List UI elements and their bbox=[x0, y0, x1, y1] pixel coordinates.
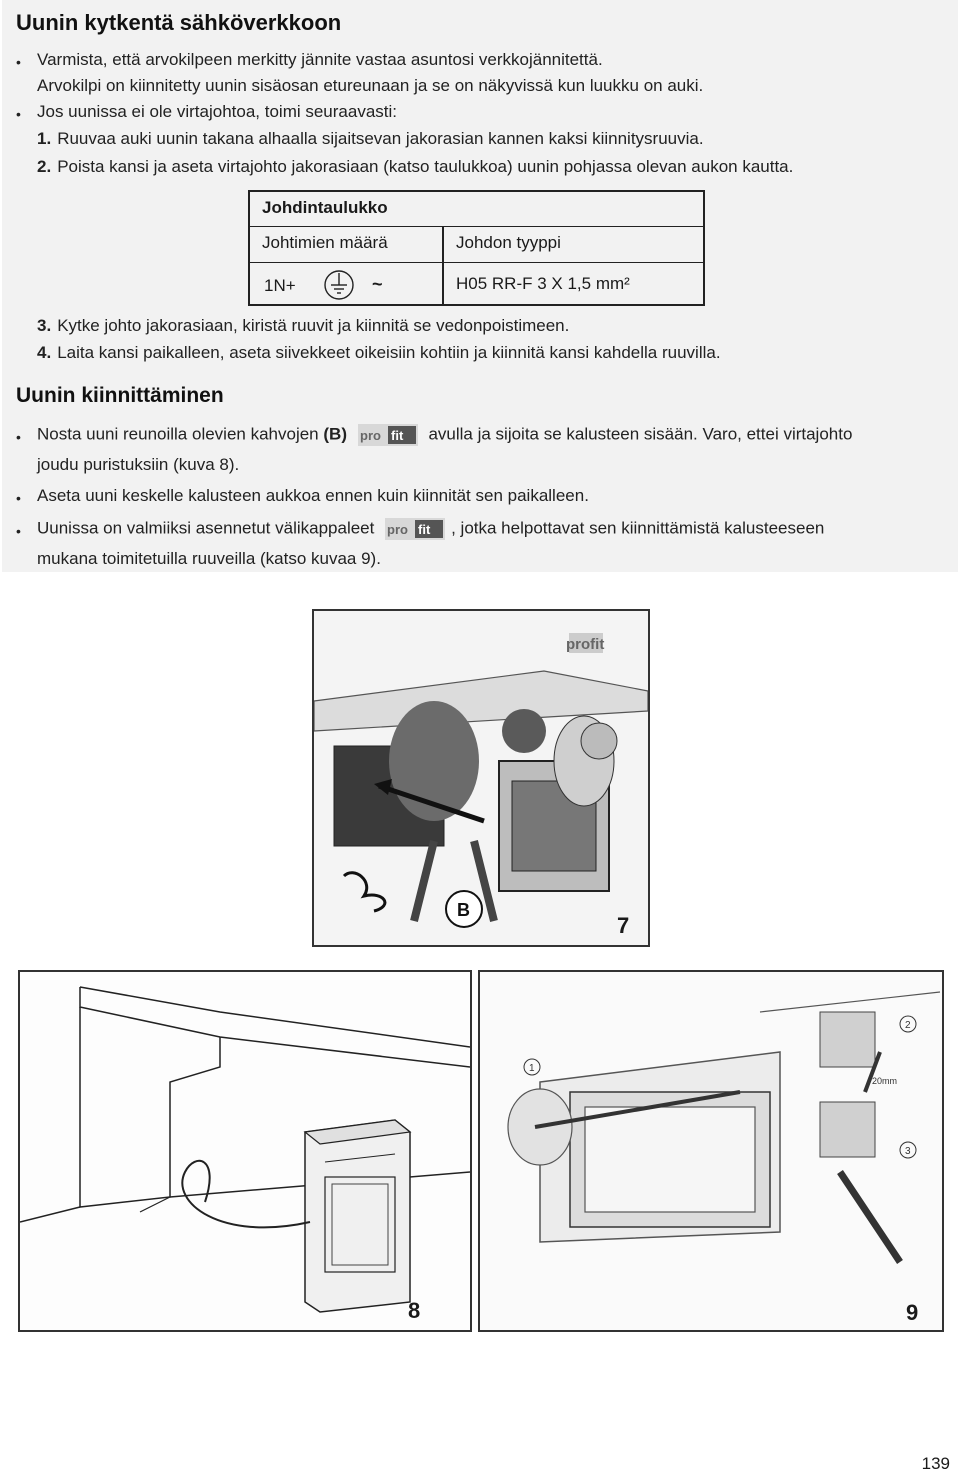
bullet-marker: • bbox=[16, 523, 21, 539]
svg-text:fit: fit bbox=[391, 428, 404, 443]
step-number: 1. bbox=[37, 129, 52, 148]
figure-9-label: 9 bbox=[906, 1300, 919, 1325]
callout-2: 2 bbox=[905, 1020, 911, 1031]
figure-9: 1 2 3 20mm 9 bbox=[478, 970, 944, 1332]
dimension-label: 20mm bbox=[872, 1076, 897, 1086]
cable-table-title: Johdintaulukko bbox=[262, 198, 388, 217]
cable-table-header-row: Johtimien määrä Johdon tyyppi bbox=[250, 227, 703, 263]
oven-lifting-illustration: B profit bbox=[314, 611, 648, 945]
spacers-text-2: , jotka helpottavat sen kiinnittämistä k… bbox=[451, 518, 825, 538]
profit-logo-text: profit bbox=[566, 636, 604, 653]
handle-marker-label: (B) bbox=[323, 424, 347, 444]
bullet-spacers-cont: mukana toimitetuilla ruuveilla (katso ku… bbox=[37, 549, 381, 568]
step-1: 1. Ruuvaa auki uunin takana alhaalla sija… bbox=[37, 129, 704, 149]
step-number: 2. bbox=[37, 157, 52, 176]
callout-1: 1 bbox=[529, 1063, 535, 1074]
handle-callout-b: B bbox=[457, 900, 470, 920]
figure-7-label: 7 bbox=[617, 913, 630, 938]
cable-table: Johdintaulukko Johtimien määrä Johdon ty… bbox=[248, 190, 705, 306]
figure-8-label: 8 bbox=[408, 1298, 421, 1323]
bullet-marker: • bbox=[16, 54, 21, 70]
section-heading-installation: Uunin kiinnittäminen bbox=[16, 384, 224, 407]
figure-7: B profit 7 bbox=[312, 609, 650, 947]
step-text: Laita kansi paikalleen, aseta siivekkeet… bbox=[57, 343, 721, 362]
figure-8: 8 bbox=[18, 970, 472, 1332]
step-2: 2. Poista kansi ja aseta virtajohto jakor… bbox=[37, 157, 793, 177]
step-text: Kytke johto jakorasiaan, kiristä ruuvit … bbox=[57, 316, 570, 335]
col-conductors-header: Johtimien määrä bbox=[262, 233, 388, 252]
step-text: Ruuvaa auki uunin takana alhaalla sijait… bbox=[57, 129, 704, 148]
instruction-panel bbox=[2, 0, 958, 572]
bullet-lift-oven-cont: joudu puristuksiin (kuva 8). bbox=[37, 455, 240, 474]
oven-fixing-illustration: 1 2 3 20mm bbox=[480, 972, 942, 1330]
profit-logo-icon: pro fit bbox=[357, 424, 418, 446]
step-number: 3. bbox=[37, 316, 52, 335]
cable-table-title-row: Johdintaulukko bbox=[250, 192, 703, 227]
step-text: Poista kansi ja aseta virtajohto jakoras… bbox=[57, 157, 794, 176]
callout-3: 3 bbox=[905, 1146, 911, 1157]
bullet-marker: • bbox=[16, 490, 21, 506]
bullet-center-oven: Aseta uuni keskelle kalusteen aukkoa enn… bbox=[37, 486, 589, 505]
lift-text-2: avulla ja sijoita se kalusteen sisään. V… bbox=[428, 424, 853, 444]
bullet-rating-plate: Arvokilpi on kiinnitetty uunin sisäosan … bbox=[37, 76, 704, 95]
spacers-text-1: Uunissa on valmiiksi asennetut välikappa… bbox=[37, 518, 375, 538]
bullet-no-cable: Jos uunissa ei ole virtajohtoa, toimi se… bbox=[37, 102, 398, 121]
section-heading-connection: Uunin kytkentä sähköverkkoon bbox=[16, 10, 342, 35]
step-4: 4. Laita kansi paikalleen, aseta siivekke… bbox=[37, 343, 721, 363]
bullet-voltage-check: Varmista, että arvokilpeen merkitty jänn… bbox=[37, 50, 603, 69]
bullet-spacers: Uunissa on valmiiksi asennetut välikappa… bbox=[37, 518, 824, 540]
page-number: 139 bbox=[921, 1454, 950, 1473]
bullet-marker: • bbox=[16, 106, 21, 122]
svg-text:fit: fit bbox=[418, 522, 431, 537]
bullet-lift-oven: Nosta uuni reunoilla olevien kahvojen (B… bbox=[37, 424, 852, 446]
ac-symbol: ~ bbox=[372, 274, 383, 294]
cable-type-value: H05 RR-F 3 X 1,5 mm² bbox=[456, 274, 630, 293]
profit-logo-icon: pro fit bbox=[385, 518, 446, 540]
step-3: 3. Kytke johto jakorasiaan, kiristä ruuvi… bbox=[37, 316, 569, 336]
svg-text:pro: pro bbox=[360, 428, 381, 443]
ground-symbol-icon bbox=[324, 270, 354, 300]
table-divider bbox=[442, 227, 444, 306]
step-number: 4. bbox=[37, 343, 52, 362]
oven-centering-illustration bbox=[20, 972, 470, 1330]
svg-text:pro: pro bbox=[387, 522, 408, 537]
col-cable-type-header: Johdon tyyppi bbox=[456, 233, 561, 252]
conductors-value: 1N+ bbox=[264, 276, 296, 295]
bullet-marker: • bbox=[16, 429, 21, 445]
lift-text-1: Nosta uuni reunoilla olevien kahvojen bbox=[37, 424, 319, 444]
